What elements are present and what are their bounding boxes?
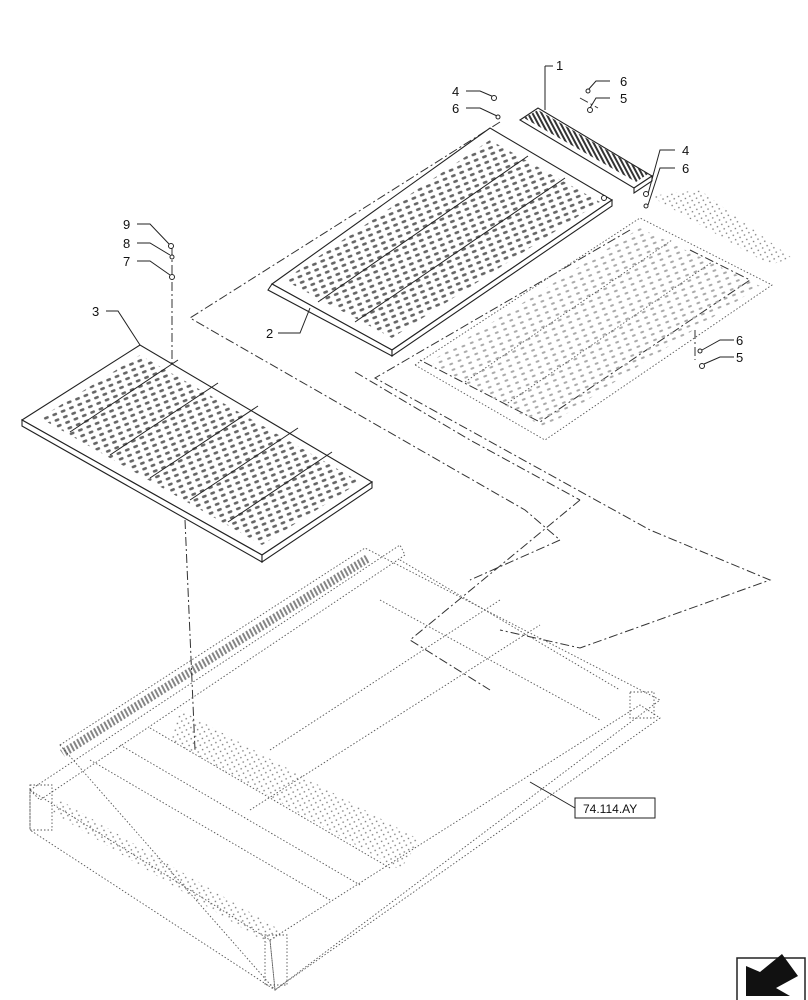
callout-9: 9 (123, 217, 130, 232)
hardware-fasteners (168, 88, 705, 369)
washer-6-top (495, 114, 501, 120)
washer-8 (169, 254, 175, 260)
ghost-sieve-panel (414, 190, 792, 441)
nut-5-lower (699, 363, 705, 369)
bolt-9 (168, 243, 174, 249)
lower-frame-assembly (29, 544, 661, 991)
callout-4-right: 4 (682, 143, 689, 158)
washer-6-lower (697, 348, 703, 354)
callout-5-lower: 5 (736, 350, 743, 365)
reference-link-74-114-ay[interactable]: 74.114.AY (574, 797, 656, 819)
callout-7: 7 (123, 254, 130, 269)
callout-2: 2 (266, 326, 273, 341)
callout-8: 8 (123, 236, 130, 251)
callout-labels: 1 2 3 4 6 6 5 4 6 6 5 9 8 7 (92, 58, 743, 365)
part-3-sieve-panel (20, 344, 374, 564)
reference-label[interactable]: 74.114.AY (583, 802, 637, 816)
washer-6-mid (643, 203, 649, 209)
nut-7 (169, 274, 175, 280)
part-1-toothed-strip (518, 107, 654, 195)
bolt-4-right (643, 191, 649, 197)
callout-6-top: 6 (452, 101, 459, 116)
bolt-4-top (491, 95, 497, 101)
callout-3: 3 (92, 304, 99, 319)
callout-6-mid: 6 (682, 161, 689, 176)
part-2-sieve-panel (267, 127, 614, 358)
leader-lines (106, 65, 734, 809)
next-page-arrow-icon[interactable] (736, 954, 806, 1000)
callout-6-right: 6 (620, 74, 627, 89)
washer-6-right (585, 88, 591, 94)
callout-1: 1 (556, 58, 563, 73)
callout-4-top: 4 (452, 84, 459, 99)
nut-5-right (587, 107, 593, 113)
callout-6-lower: 6 (736, 333, 743, 348)
callout-5-right: 5 (620, 91, 627, 106)
